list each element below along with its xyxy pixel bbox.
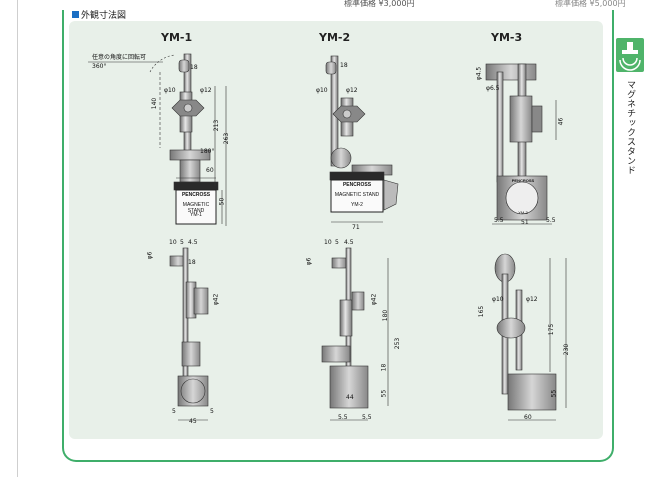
magnet-icon <box>616 38 644 72</box>
ym1-dim: 50 <box>218 197 226 206</box>
ym3-dim: 51 <box>521 219 529 226</box>
ym3-dim: 165 <box>478 305 486 318</box>
ym2-plate-line2: YM-2 <box>351 202 363 208</box>
price-fragment: 標準価格 ¥3,000円 <box>344 0 415 8</box>
ym1-dim: 5 <box>210 408 214 415</box>
ym1-rotate-angle: 360° <box>92 63 107 70</box>
ym1-dim: φ42 <box>212 293 220 306</box>
category-side-label: マグネチックスタンド <box>625 80 635 175</box>
ym3-dim: φ4.5 <box>475 66 483 81</box>
ym2-dim: 55 <box>380 389 388 398</box>
ym1-front-view <box>88 53 227 226</box>
ym3-dim: φ12 <box>526 296 538 303</box>
ym1-dim: φ10 <box>164 87 176 94</box>
ym2-dim: 180 <box>382 309 390 322</box>
ym2-plate-brand: PENCROSS <box>342 182 372 188</box>
ym1-plate-brand: PENCROSS <box>181 192 211 198</box>
ym3-front-view <box>485 63 557 225</box>
ym3-dim: 55 <box>550 389 558 398</box>
ym3-dim: 230 <box>563 343 571 356</box>
ym2-plate-line1: MAGNETIC STAND <box>334 192 380 198</box>
model-ym2-title: YM-2 <box>319 31 351 44</box>
ym2-dim: φ42 <box>370 293 378 306</box>
section-marker-icon <box>72 11 79 18</box>
ym2-dim: 18 <box>340 62 348 69</box>
ym1-plate-line1: MAGNETIC STAND <box>182 202 210 214</box>
ym2-front-view <box>325 55 399 223</box>
ym1-dim: 10 <box>169 239 177 246</box>
ym3-plate-line2: YM-3 <box>518 210 528 215</box>
ym1-dim: 45 <box>189 418 197 425</box>
ym2-dim: φ12 <box>346 87 358 94</box>
ym1-rotate-note: 任意の角度に回転可 <box>92 54 147 61</box>
ym1-dim: 5 <box>172 408 176 415</box>
ym2-dim: 5 <box>335 239 339 246</box>
ym2-dim: 18 <box>380 363 388 372</box>
ym3-dim: φ10 <box>492 296 504 303</box>
ym1-dim: 4.5 <box>188 239 198 246</box>
ym3-dim: φ6.5 <box>486 85 500 92</box>
ym3-side-view <box>494 253 567 421</box>
ym1-side-view <box>169 247 209 421</box>
ym1-dim: 18 <box>188 259 196 266</box>
section-title-text: 外観寸法図 <box>81 11 127 21</box>
ym3-dim: 5.5 <box>494 217 504 224</box>
ym2-side-view <box>321 247 389 421</box>
ym1-dim: 180° <box>200 148 215 155</box>
ym2-dim: φ6 <box>305 257 313 266</box>
ym2-dim: 44 <box>346 394 354 401</box>
ym3-dim: 46 <box>557 117 565 126</box>
ym1-dim: 213 <box>213 119 221 132</box>
ym2-dim: 4.5 <box>344 239 354 246</box>
ym3-dim: 5.5 <box>546 217 556 224</box>
ym2-dim: 10 <box>324 239 332 246</box>
ym3-dim: 175 <box>548 323 556 336</box>
ym1-dim: 5 <box>180 239 184 246</box>
ym1-dim: 263 <box>223 132 231 145</box>
page-gutter-rule <box>17 0 18 477</box>
ym1-dim: φ6 <box>146 251 154 260</box>
ym1-dim: φ12 <box>200 87 212 94</box>
ym1-plate-line2: YM-1 <box>190 212 202 218</box>
model-ym1-title: YM-1 <box>161 31 193 44</box>
ym2-dim: φ10 <box>316 87 328 94</box>
ym2-dim: 253 <box>394 337 402 350</box>
ym3-dim: 60 <box>524 414 532 421</box>
model-ym3-title: YM-3 <box>491 31 523 44</box>
ym2-dim: 5.5 <box>338 414 348 421</box>
ym1-dim: 18 <box>190 64 198 71</box>
ym1-dim: 140 <box>151 97 159 110</box>
price-fragment-right: 標準価格 ¥5,000円 <box>555 0 626 8</box>
section-title: 外観寸法図 <box>72 8 126 21</box>
ym2-dim: 71 <box>352 224 360 231</box>
ym2-dim: 5.5 <box>362 414 372 421</box>
ym1-dim: 60 <box>206 167 214 174</box>
ym3-plate-brand: PENCROSS <box>511 178 535 183</box>
